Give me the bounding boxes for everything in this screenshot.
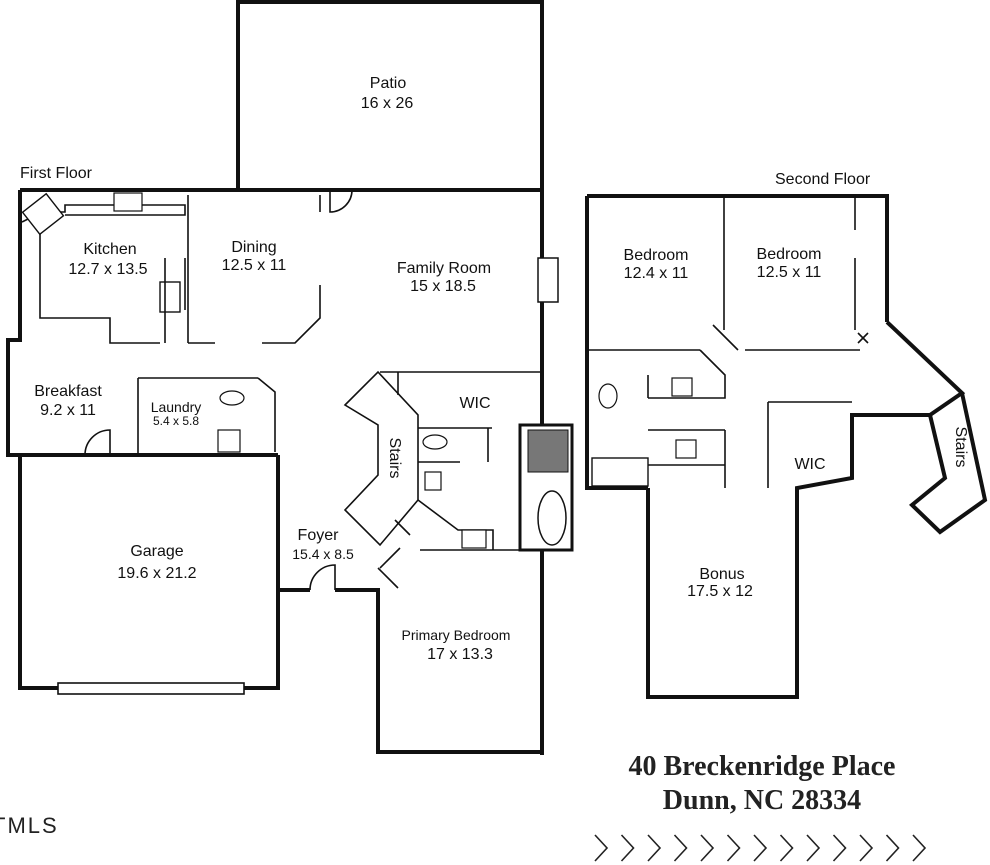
chevron-icon — [594, 834, 609, 862]
chevron-icon — [673, 834, 688, 862]
primary-bedroom-dims: 17 x 13.3 — [427, 646, 493, 663]
stairs-first-floor: Stairs — [386, 438, 403, 479]
primary-bedroom-name: Primary Bedroom — [402, 627, 511, 643]
breakfast-dims: 9.2 x 11 — [40, 402, 96, 419]
first-floor-label: First Floor — [20, 165, 93, 182]
bedroom-1-name: Bedroom — [624, 247, 689, 264]
laundry-name: Laundry — [151, 399, 202, 415]
laundry-dims: 5.4 x 5.8 — [153, 414, 199, 428]
kitchen-dims: 12.7 x 13.5 — [68, 261, 147, 278]
wic-second-floor: WIC — [794, 456, 825, 473]
bedroom-2-dims: 12.5 x 11 — [757, 264, 822, 281]
stairs-second-floor: Stairs — [952, 427, 969, 468]
chevron-icon — [806, 834, 821, 862]
kitchen-name: Kitchen — [83, 241, 136, 258]
chevron-icon — [647, 834, 662, 862]
chevron-icon — [832, 834, 847, 862]
garage-name: Garage — [130, 543, 183, 560]
chevron-icon — [912, 834, 927, 862]
chevron-row-icon — [594, 834, 927, 862]
patio-name: Patio — [370, 75, 407, 92]
family-room-dims: 15 x 18.5 — [410, 278, 476, 295]
chevron-icon — [753, 834, 768, 862]
chevron-icon — [779, 834, 794, 862]
dining-name: Dining — [231, 239, 276, 256]
bedroom-2-name: Bedroom — [757, 246, 822, 263]
garage-dims: 19.6 x 21.2 — [117, 565, 196, 582]
mls-logo: TMLS — [0, 813, 59, 838]
address-line-2: Dunn, NC 28334 — [663, 785, 861, 816]
address-line-1: 40 Breckenridge Place — [629, 751, 896, 782]
bedroom-1-dims: 12.4 x 11 — [624, 265, 689, 282]
bonus-dims: 17.5 x 12 — [687, 583, 753, 600]
chevron-icon — [700, 834, 715, 862]
chevron-icon — [885, 834, 900, 862]
breakfast-name: Breakfast — [34, 383, 102, 400]
foyer-name: Foyer — [298, 527, 340, 544]
dining-dims: 12.5 x 11 — [222, 257, 287, 274]
second-floor-walls — [585, 194, 988, 699]
family-room-name: Family Room — [397, 260, 491, 277]
chevron-icon — [726, 834, 741, 862]
first-floor-walls — [6, 0, 574, 755]
chevron-icon — [620, 834, 635, 862]
wic-first-floor: WIC — [459, 395, 490, 412]
foyer-dims: 15.4 x 8.5 — [292, 546, 354, 562]
patio-dims: 16 x 26 — [361, 95, 414, 112]
bonus-name: Bonus — [699, 566, 744, 583]
chevron-icon — [859, 834, 874, 862]
second-floor-label: Second Floor — [775, 171, 871, 188]
